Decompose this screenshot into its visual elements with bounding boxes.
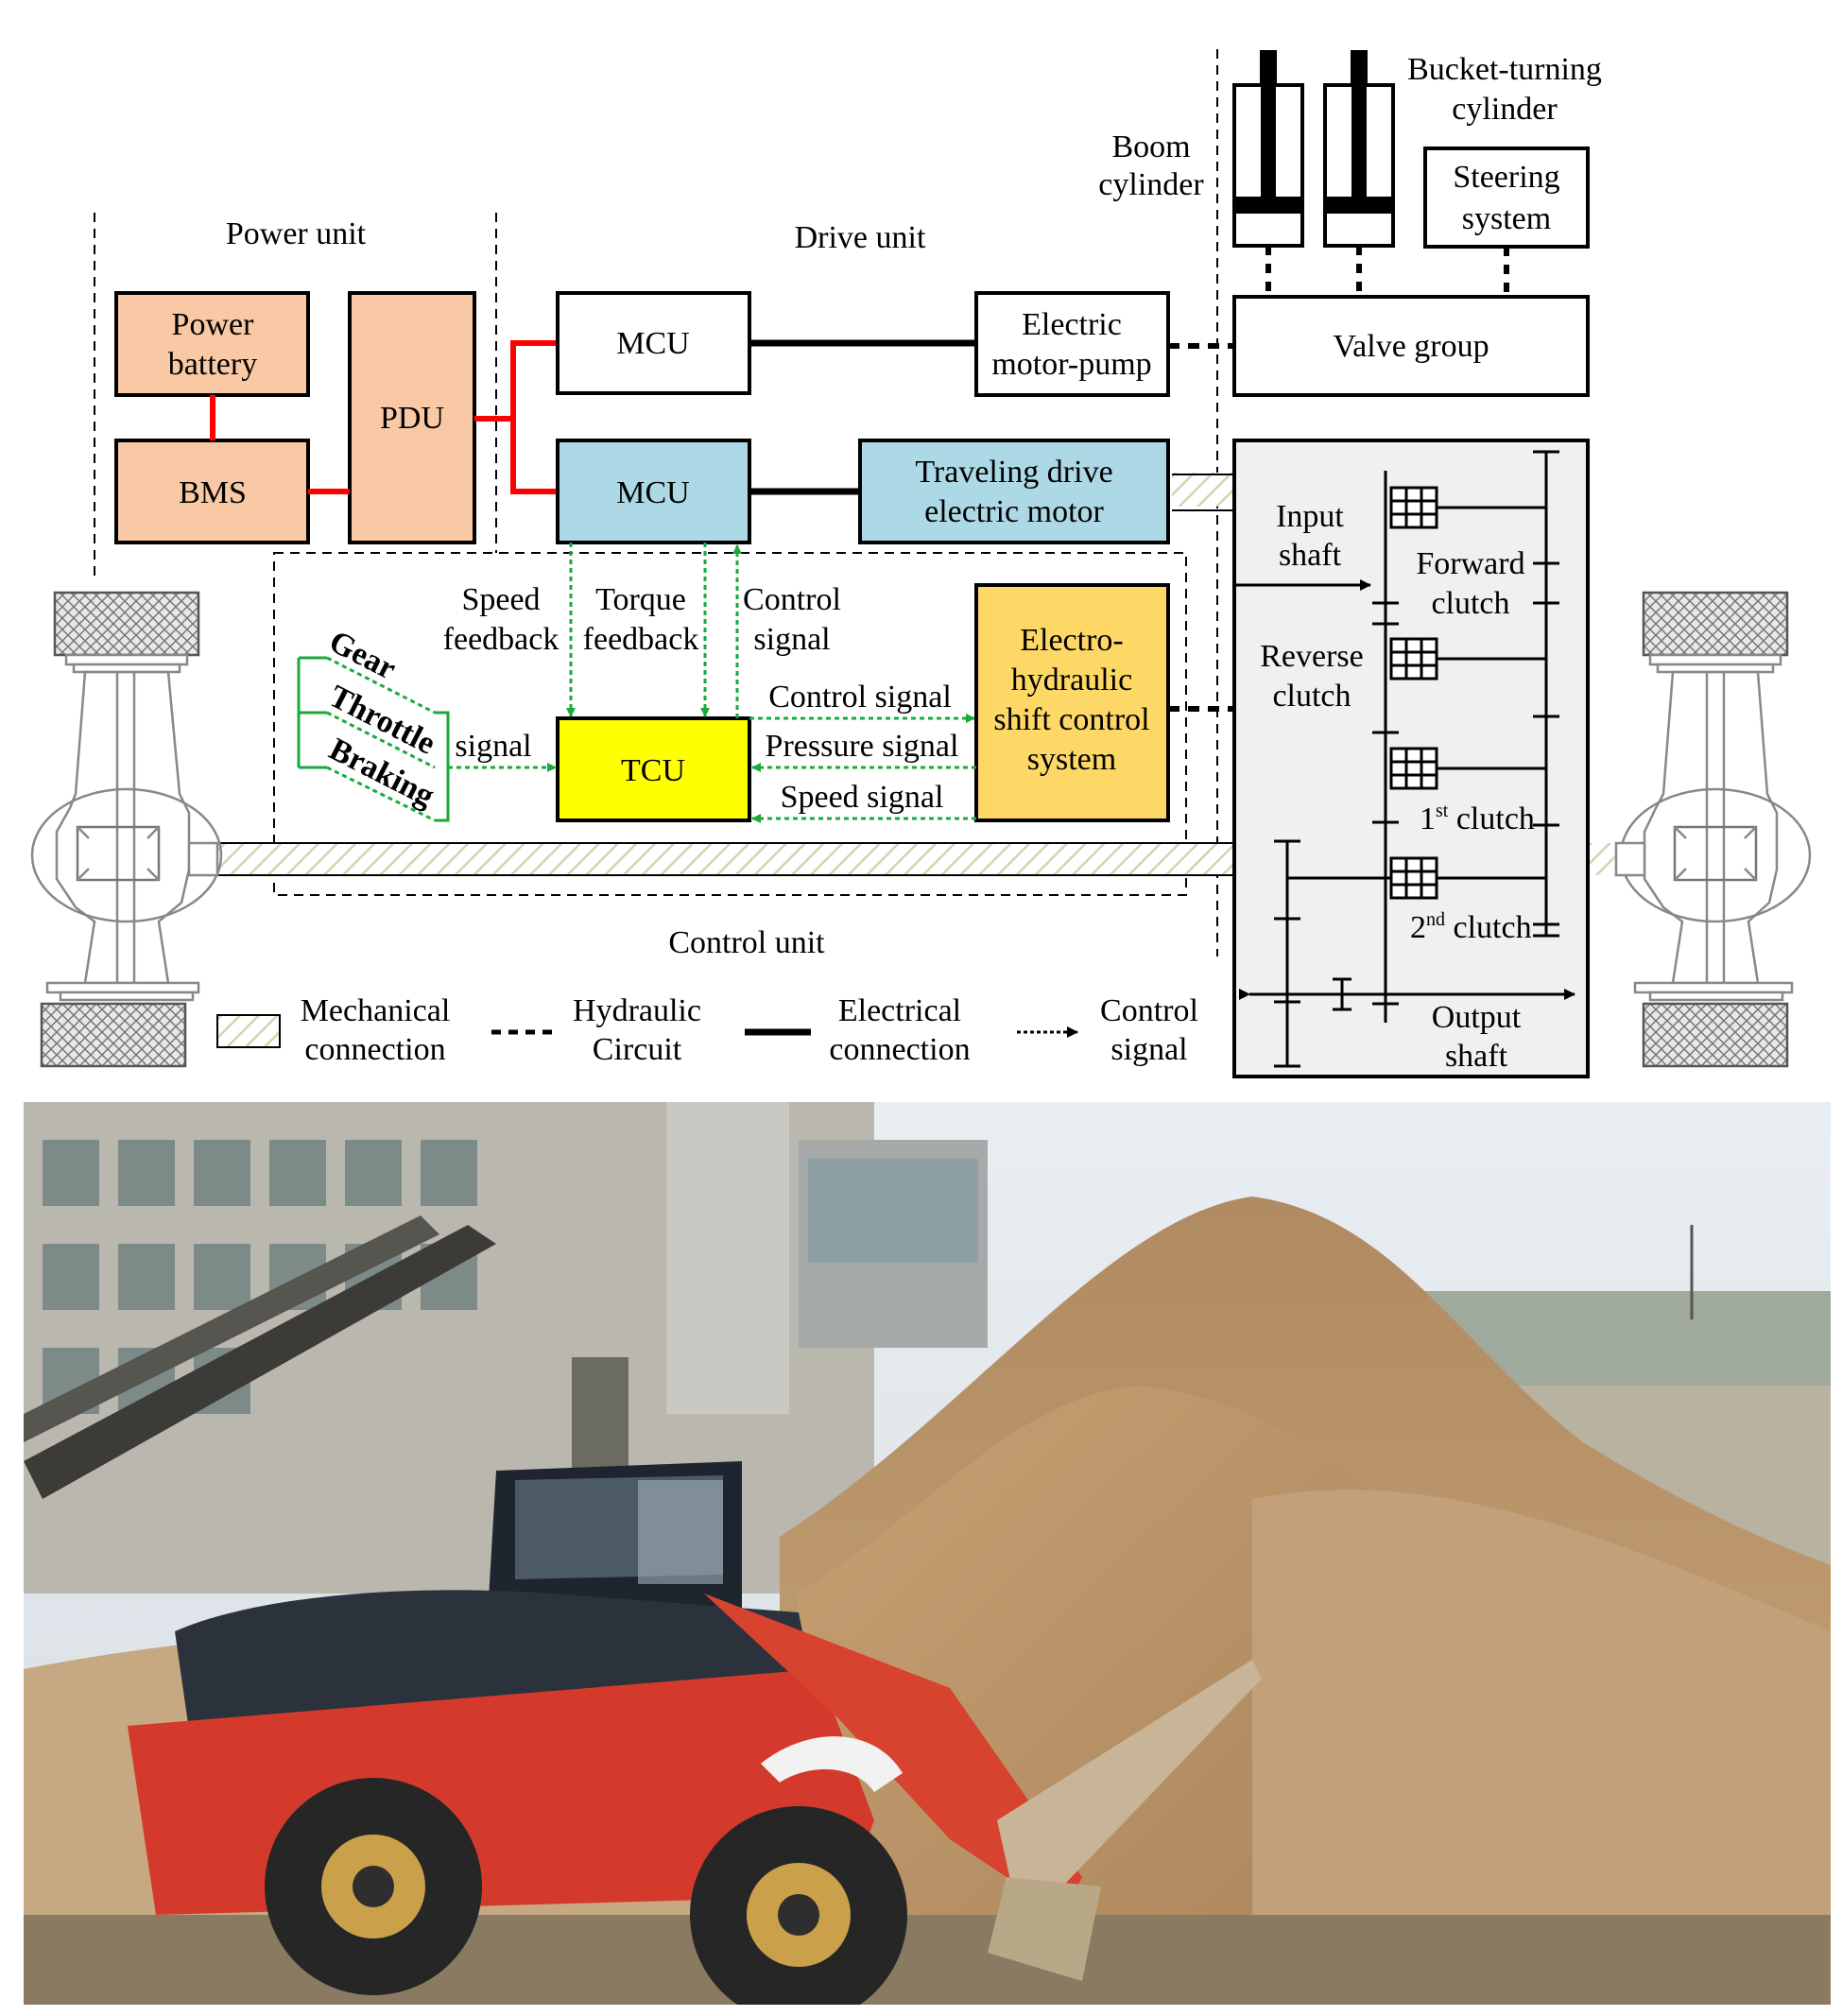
first-clutch-label: 1st clutch (1420, 801, 1535, 836)
ehsc-label-3: shift control (993, 702, 1149, 737)
input-shaft-label-2: shaft (1279, 538, 1342, 573)
legend-hydraulic-label-1: Hydraulic (573, 993, 701, 1028)
boom-cylinder-icon (1232, 50, 1304, 248)
legend-mechanical-label-2: connection (304, 1032, 445, 1067)
speed-feedback-label-1: Speed (461, 582, 540, 617)
torque-feedback-label-2: feedback (583, 622, 699, 657)
wheel-loader-photo (24, 1102, 1831, 2005)
pressure-signal-label: Pressure signal (766, 729, 959, 764)
drive-unit-title: Drive unit (795, 220, 926, 255)
ehsc-label-4: system (1027, 742, 1116, 777)
control-signal-mcu-label-1: Control (743, 582, 841, 617)
steering-label-1: Steering (1453, 160, 1559, 195)
electrical-wiring (749, 339, 976, 495)
legend-mechanical-label-1: Mechanical (301, 993, 451, 1028)
tcu-block (556, 716, 751, 822)
legend-electrical-label-1: Electrical (838, 993, 961, 1028)
ehsc-block (974, 583, 1170, 822)
mcu-travel-label: MCU (616, 475, 689, 510)
electric-motor-pump-block (974, 291, 1170, 397)
steering-label-2: system (1462, 201, 1551, 236)
power-battery-block (114, 291, 310, 397)
control-unit-boundary (273, 552, 1187, 896)
driver-input-bracket (297, 656, 450, 822)
clutch-packs (1389, 486, 1438, 900)
power-wiring (210, 340, 558, 494)
left-axle-icon (30, 591, 223, 1068)
control-signal-label: Control signal (768, 680, 952, 715)
wheel-loader (128, 1461, 1262, 2005)
legend-hydraulic-label-2: Circuit (593, 1032, 682, 1067)
valve-group-block (1232, 295, 1590, 397)
loader-system-diagram: Power unit Drive unit Control unit Power… (30, 49, 1812, 1078)
legend-control-label-2: signal (1110, 1032, 1187, 1067)
forward-clutch-label-2: clutch (1431, 586, 1509, 621)
torque-feedback-label-1: Torque (595, 582, 686, 617)
ehsc-label-1: Electro- (1020, 623, 1124, 658)
ehsc-label-2: hydraulic (1011, 663, 1132, 698)
signal-label: signal (455, 729, 531, 764)
bucket-cylinder-label-1: Bucket-turning (1407, 52, 1602, 87)
travel-motor-label-2: electric motor (924, 494, 1104, 529)
boom-cylinder-label-1: Boom (1111, 129, 1190, 164)
right-axle-icon (1614, 591, 1812, 1068)
speed-feedback-label-2: feedback (443, 622, 559, 657)
travel-motor-label-1: Traveling drive (915, 455, 1112, 490)
power-battery-label-2: battery (168, 347, 257, 382)
control-signal-mcu-label-2: signal (753, 622, 830, 657)
mcu-pump-block (556, 291, 751, 395)
mcu-travel-block (556, 439, 751, 544)
mechanical-shaft (217, 843, 1234, 875)
bucket-cylinder-label-2: cylinder (1452, 92, 1558, 127)
control-signal-lines (448, 543, 976, 823)
hydraulic-cylinder-lines (1265, 246, 1509, 297)
bms-label: BMS (179, 475, 247, 510)
pdu-block (348, 291, 476, 544)
legend: Mechanical connection Hydraulic Circuit … (216, 993, 1198, 1067)
power-unit-title: Power unit (226, 216, 367, 251)
second-clutch-label: 2nd clutch (1410, 909, 1532, 945)
motor-pump-label-2: motor-pump (991, 347, 1151, 382)
tcu-label: TCU (621, 753, 685, 788)
reverse-clutch-label-1: Reverse (1260, 639, 1364, 674)
legend-electrical-label-2: connection (829, 1032, 970, 1067)
legend-control-label-1: Control (1100, 993, 1198, 1028)
motor-pump-label-1: Electric (1022, 307, 1122, 342)
gear-input-label: Gear (323, 624, 401, 686)
reverse-clutch-label-2: clutch (1272, 679, 1351, 714)
pdu-label: PDU (380, 401, 444, 436)
control-unit-title: Control unit (668, 925, 825, 960)
valve-group-label: Valve group (1333, 329, 1489, 364)
output-shaft-label-2: shaft (1445, 1039, 1508, 1074)
mcu-pump-label: MCU (616, 326, 689, 361)
power-battery-label-1: Power (172, 307, 255, 342)
input-shaft-label-1: Input (1276, 499, 1344, 534)
output-shaft-label-1: Output (1432, 1000, 1522, 1035)
bucket-cylinder-icon (1323, 50, 1395, 248)
traveling-drive-motor-block (858, 439, 1170, 544)
legend-mechanical-swatch (216, 1014, 281, 1048)
forward-clutch-label-1: Forward (1416, 546, 1524, 581)
boom-cylinder-label-2: cylinder (1098, 167, 1204, 202)
speed-signal-label: Speed signal (781, 780, 944, 815)
